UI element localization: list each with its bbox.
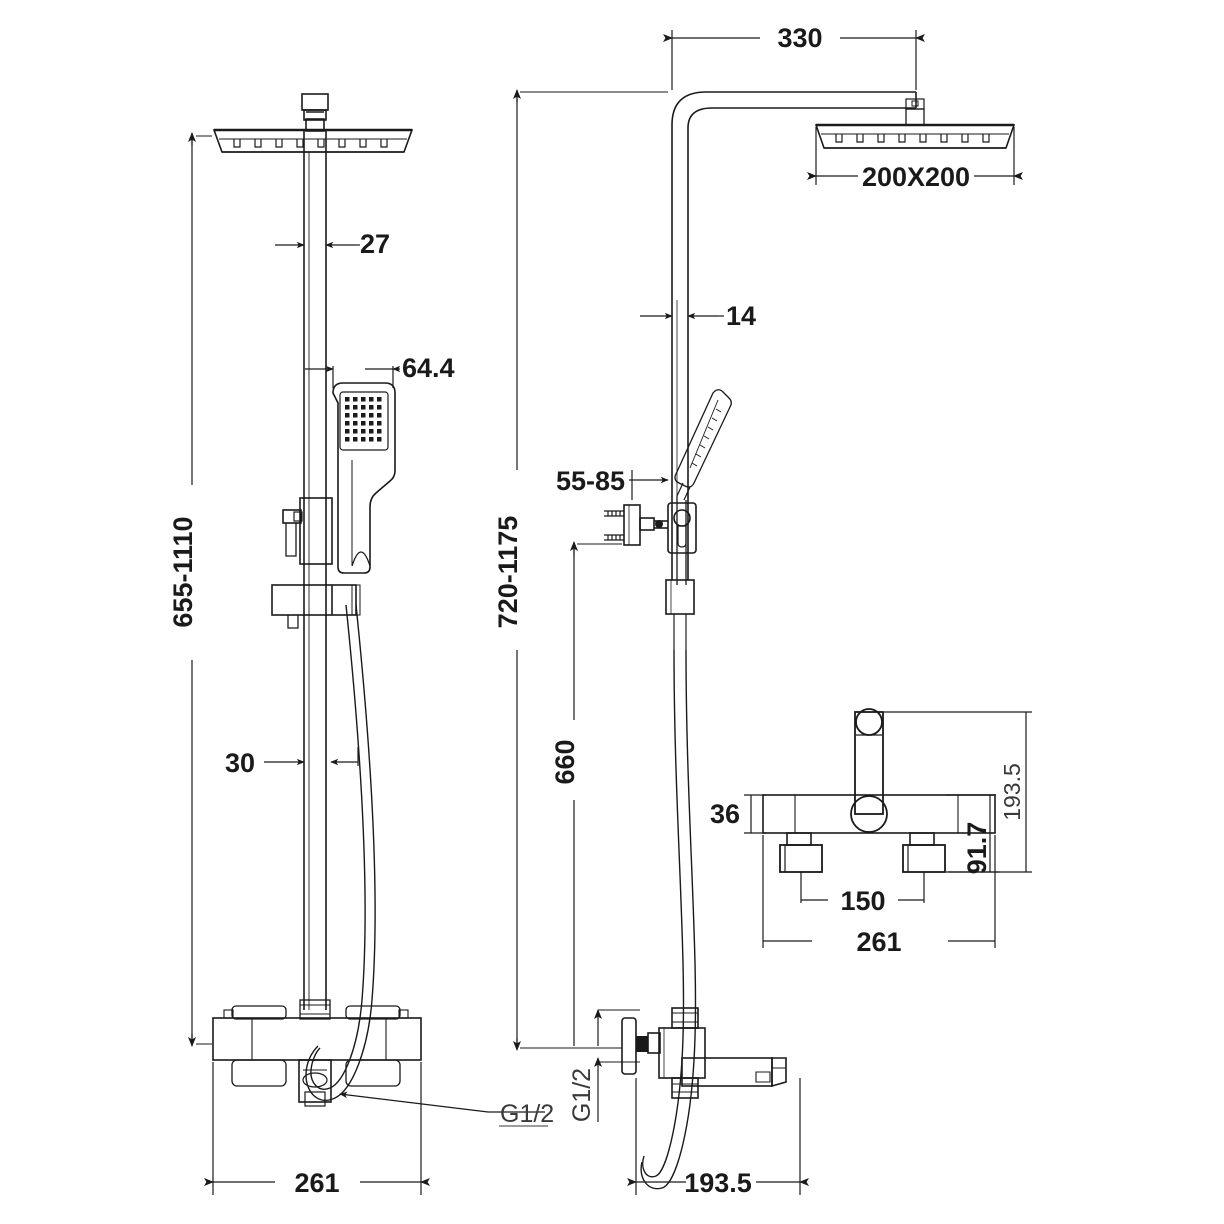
valve-body-front [212, 999, 422, 1107]
dim-arm-projection-330 [663, 30, 925, 90]
dimension-labels: 27 64.4 655-1110 30 261 G1/2 330 200X200… [168, 23, 1025, 1198]
front-elevation-dimensions [188, 132, 545, 1195]
slider-clamp-front [271, 584, 361, 629]
dim-rail-width-30 [264, 747, 359, 766]
label-917: 91.7 [962, 822, 992, 875]
label-1935-detail: 193.5 [999, 763, 1025, 821]
dim-width-261-front [204, 1062, 430, 1195]
riser-rail-front [303, 131, 327, 1010]
hose-connector-side [665, 579, 695, 650]
side-elevation-dimensions [513, 30, 1023, 1195]
label-644: 64.4 [402, 353, 455, 383]
label-150: 150 [840, 886, 885, 916]
label-14: 14 [726, 301, 756, 331]
overhead-shower-head-front [212, 128, 414, 153]
dim-bracket-projection-55-85 [629, 470, 673, 505]
label-g12-front: G1/2 [500, 1100, 554, 1128]
label-200x200: 200X200 [862, 162, 970, 192]
handset-side [674, 389, 732, 585]
label-261-detail: 261 [856, 927, 901, 957]
dim-valve-depth-36 [744, 794, 766, 834]
label-1935-spout: 193.5 [684, 1168, 752, 1198]
leader-g12-side [594, 1009, 640, 1122]
dim-valve-inlet-height-917 [946, 794, 1000, 873]
shower-hose-front [305, 604, 376, 1101]
label-36: 36 [710, 799, 740, 829]
label-720-1175: 720-1175 [493, 516, 523, 629]
dim-handset-width-644 [305, 365, 401, 388]
dim-spout-projection-1935 [627, 1078, 809, 1195]
overhead-connector-front [301, 93, 329, 132]
upper-bracket-front [282, 497, 333, 565]
overhead-connector-side [905, 98, 925, 126]
label-55-85: 55-85 [556, 466, 625, 496]
label-330: 330 [777, 23, 822, 53]
shower-hose-side [640, 649, 697, 1190]
wall-bracket-side [604, 502, 697, 554]
front-elevation-geometry [212, 93, 422, 1107]
dim-head-size-200x200 [807, 127, 1023, 185]
label-660: 660 [550, 739, 580, 784]
valve-detail-dimensions [744, 711, 1032, 948]
label-27: 27 [360, 229, 390, 259]
shower-arm-side [671, 91, 917, 300]
label-261-front: 261 [294, 1168, 339, 1198]
dim-total-height-720-1175 [513, 89, 668, 1051]
valve-detail-geometry [762, 708, 996, 873]
label-655-1110: 655-1110 [168, 516, 198, 627]
leader-g12-front [339, 1091, 545, 1113]
dim-valve-width-261 [762, 835, 996, 948]
side-elevation-geometry [604, 91, 1016, 1190]
dim-overall-height-655-1110 [188, 132, 212, 1047]
dim-inlet-centres-150 [800, 872, 925, 903]
label-g12-side: G1/2 [568, 1068, 596, 1122]
dim-bracket-height-660 [570, 541, 622, 1049]
handset-front [332, 382, 396, 574]
overhead-shower-head-side [814, 123, 1016, 149]
label-30: 30 [225, 748, 255, 778]
valve-body-side [621, 1007, 787, 1099]
